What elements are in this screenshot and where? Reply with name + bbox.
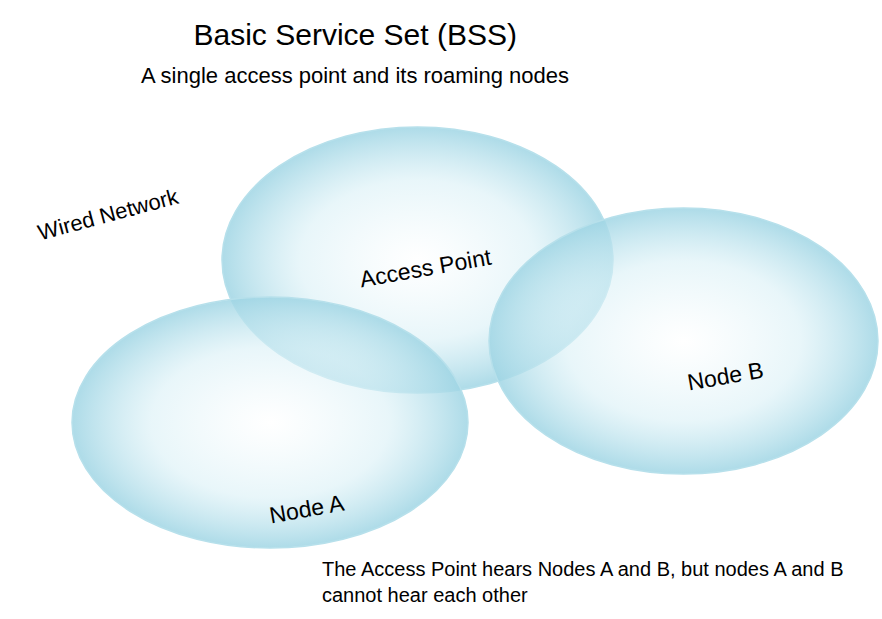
coverage-ellipse bbox=[487, 206, 880, 476]
coverage-outline bbox=[72, 297, 468, 548]
coverage-cell: Node B bbox=[487, 206, 880, 476]
diagram-title: Basic Service Set (BSS) bbox=[194, 18, 517, 53]
caption: The Access Point hears Nodes A and B, bu… bbox=[322, 556, 874, 608]
coverage-cell: Node A bbox=[70, 295, 470, 550]
subtitle: A single access point and its roaming no… bbox=[141, 63, 569, 88]
coverage-outline bbox=[489, 208, 878, 474]
network-label: Wired Network bbox=[35, 183, 181, 245]
